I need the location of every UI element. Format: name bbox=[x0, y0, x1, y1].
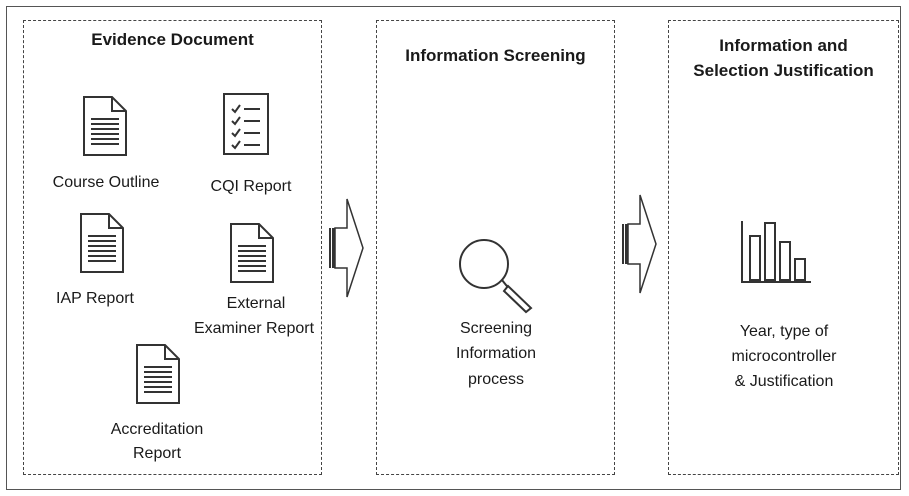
bar-chart-icon bbox=[739, 218, 815, 286]
evidence-document-title: Evidence Document bbox=[91, 30, 254, 49]
external-examiner-document-icon bbox=[229, 222, 275, 284]
information-screening-panel: Information Screening bbox=[376, 20, 615, 475]
information-screening-title: Information Screening bbox=[405, 46, 586, 65]
screening-caption-line1: Screening bbox=[459, 320, 533, 337]
diagram-frame bbox=[6, 6, 901, 490]
justification-title-line2: Selection Justification bbox=[693, 61, 874, 80]
justification-caption-line1: Year, type of bbox=[739, 323, 829, 340]
cqi-report-label: CQI Report bbox=[210, 178, 292, 195]
external-label-line1: External bbox=[226, 295, 286, 312]
justification-title-line1: Information and bbox=[719, 36, 848, 55]
course-outline-document-icon bbox=[82, 95, 128, 157]
justification-caption-line3: & Justification bbox=[734, 373, 834, 390]
screening-caption-line3: process bbox=[467, 371, 525, 388]
checklist-icon bbox=[222, 92, 270, 156]
arrow-icon bbox=[327, 196, 365, 300]
iap-report-document-icon bbox=[79, 212, 125, 274]
iap-report-label: IAP Report bbox=[56, 290, 134, 307]
justification-caption-line2: microcontroller bbox=[731, 348, 837, 365]
selection-justification-panel: Information and Selection Justification bbox=[668, 20, 899, 475]
course-outline-label: Course Outline bbox=[52, 174, 160, 191]
accreditation-document-icon bbox=[135, 343, 181, 405]
screening-caption-line2: Information bbox=[455, 345, 537, 362]
arrow-icon bbox=[620, 192, 658, 296]
magnifier-icon bbox=[456, 236, 540, 314]
accreditation-label-line1: Accreditation bbox=[110, 421, 204, 438]
external-label-line2: Examiner Report bbox=[193, 320, 315, 337]
accreditation-label-line2: Report bbox=[132, 445, 182, 462]
evidence-document-panel: Evidence Document bbox=[23, 20, 322, 475]
